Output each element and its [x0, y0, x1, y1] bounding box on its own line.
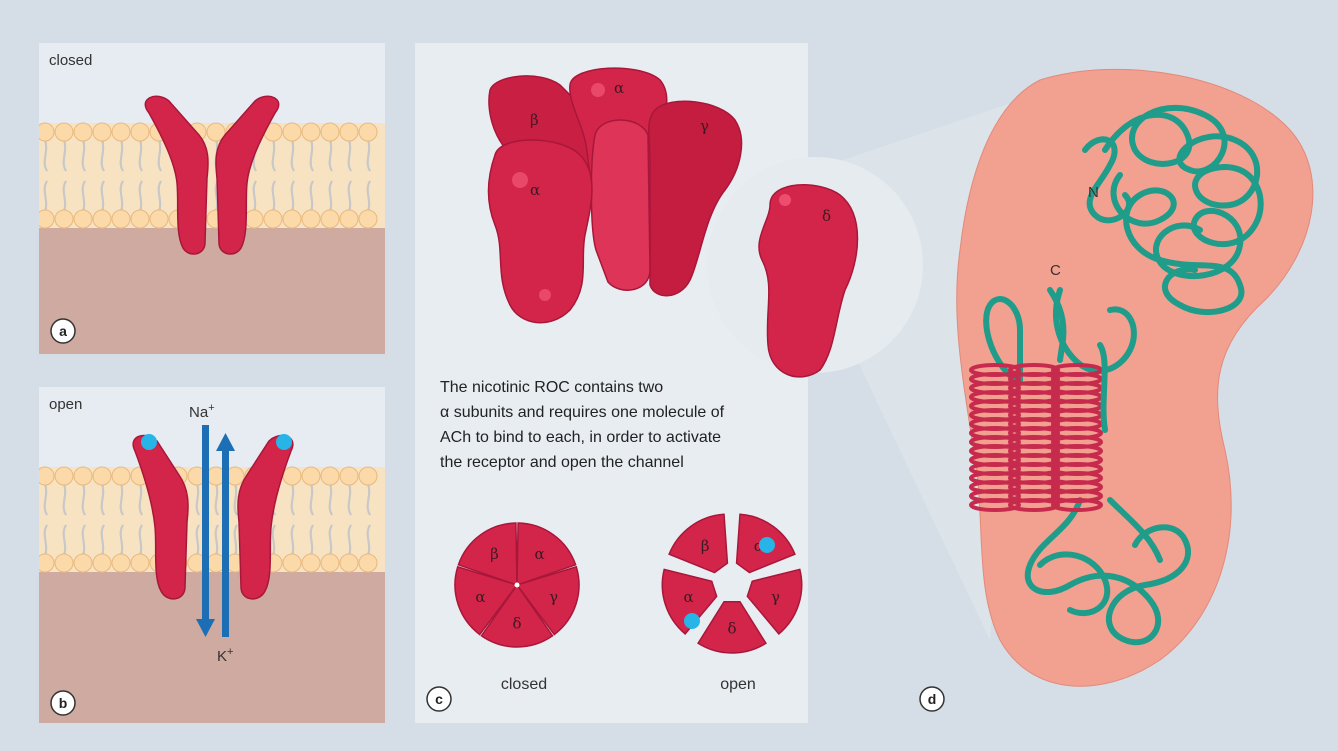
ring-label-open: open [720, 676, 756, 693]
ach-molecule-bound [759, 537, 775, 553]
ring-label-closed: closed [501, 676, 547, 693]
terminal-label-c: C [1050, 262, 1061, 279]
ring-subunit-label: γ [771, 588, 780, 606]
caption-line-2: α subunits and requires one molecule of [440, 404, 725, 421]
terminal-label-n: N [1088, 184, 1099, 201]
ring-subunit-label: β [490, 545, 499, 563]
label-gamma-3d: γ [700, 117, 709, 135]
badge-d: d [920, 687, 944, 711]
ring-subunit-label: α [683, 588, 693, 606]
label-alpha-3d-top: α [614, 79, 624, 97]
caption-line-3: ACh to bind to each, in order to activat… [440, 429, 721, 446]
ach-molecule-bound [684, 613, 700, 629]
svg-text:d: d [928, 691, 937, 707]
label-delta-detached: δ [822, 207, 831, 225]
ring-subunit-label: γ [549, 588, 558, 606]
badge-c: c [427, 687, 451, 711]
ring-subunit-label: α [535, 545, 545, 563]
ring-subunit-label: δ [727, 620, 736, 638]
caption-line-1: The nicotinic ROC contains two [440, 379, 663, 396]
svg-text:c: c [435, 691, 443, 707]
ring-subunit-label: β [701, 537, 710, 555]
caption-line-4: the receptor and open the channel [440, 454, 684, 471]
ring-subunit-label: δ [512, 614, 521, 632]
label-beta-3d: β [530, 111, 539, 129]
ring-subunit-label: α [475, 588, 485, 606]
label-alpha-3d-front: α [530, 181, 540, 199]
